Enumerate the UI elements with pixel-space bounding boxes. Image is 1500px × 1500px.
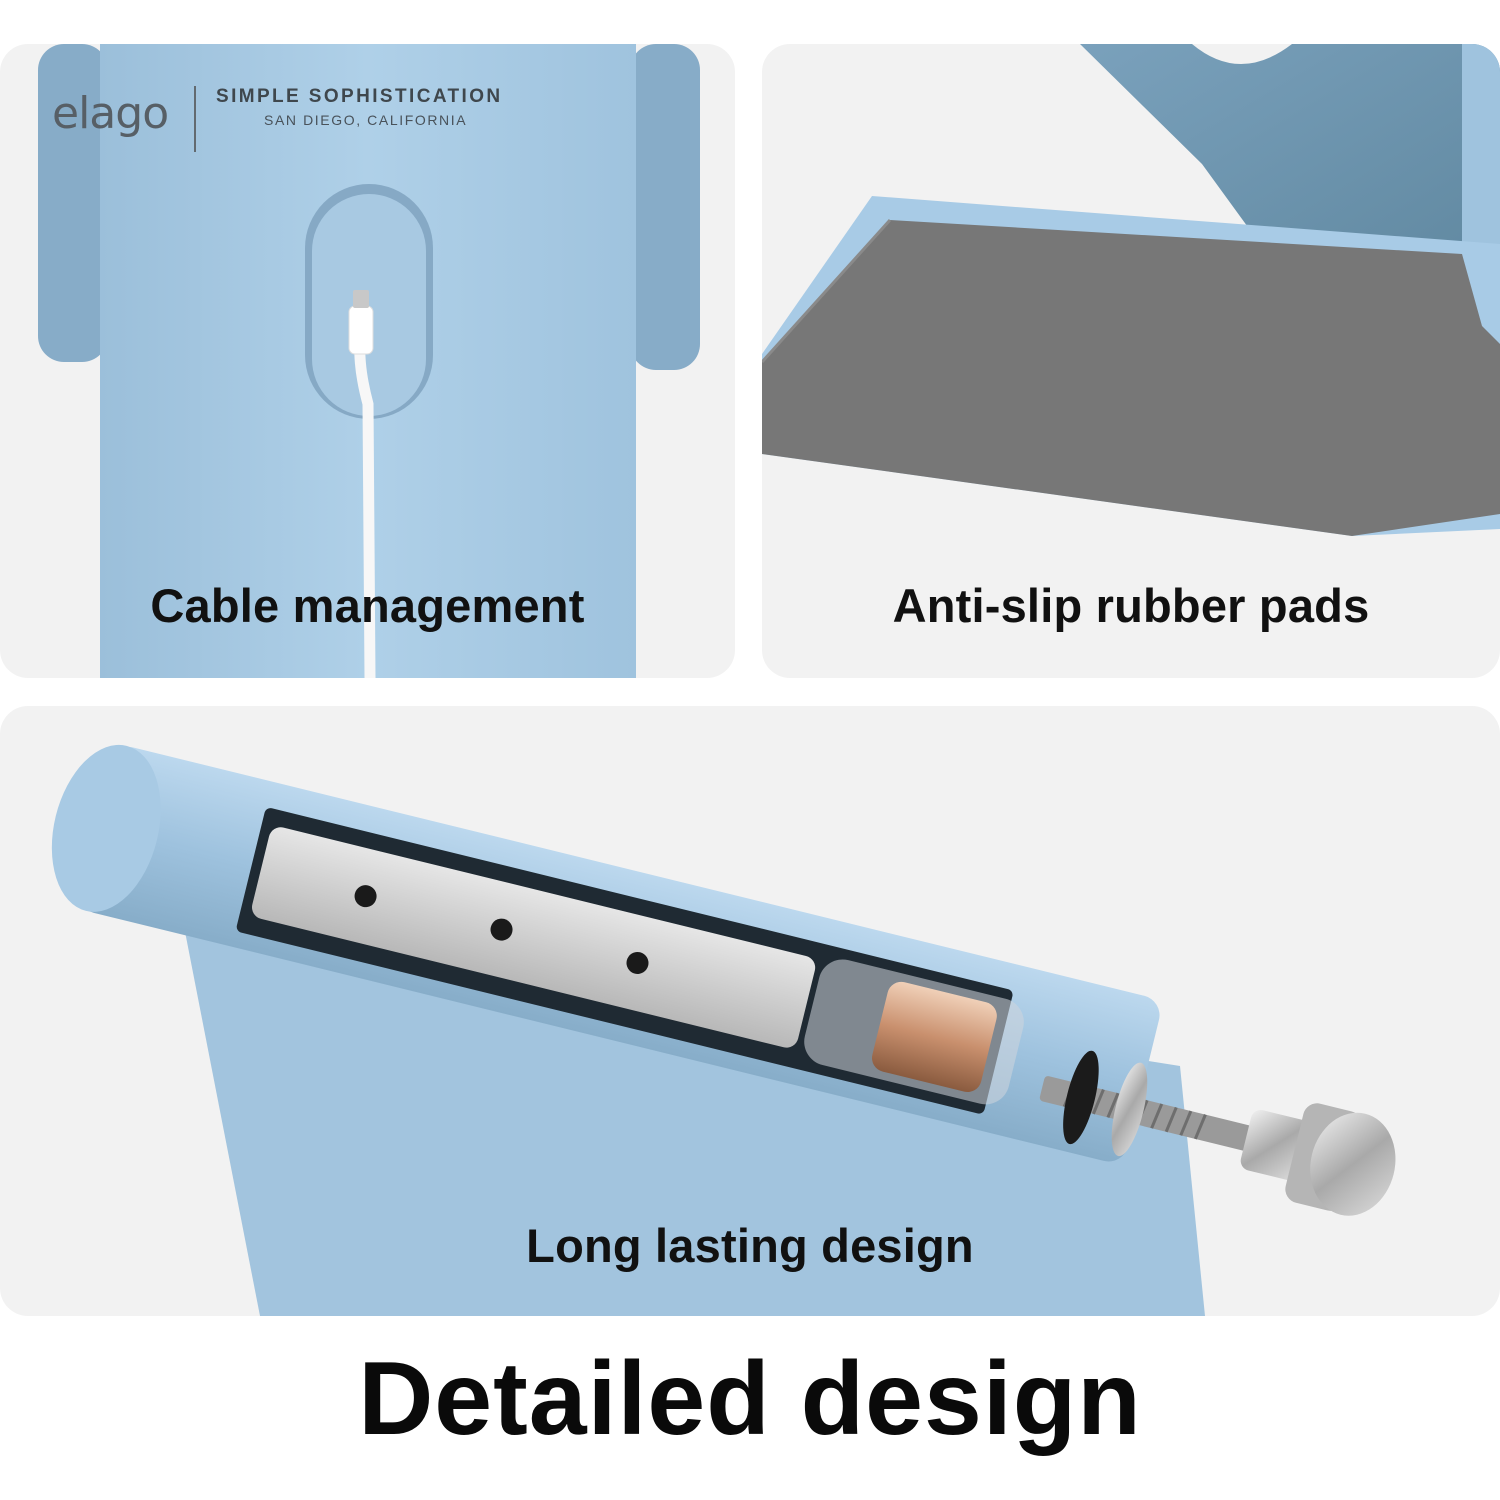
- brand-location: SAN DIEGO, CALIFORNIA: [264, 112, 468, 128]
- rubber-pads-panel: Anti-slip rubber pads: [762, 44, 1500, 678]
- rubber-washer: [1063, 1050, 1099, 1145]
- plate-hole-2: [490, 918, 513, 941]
- screw-cap: [1310, 1112, 1396, 1216]
- plate-hole-1: [354, 885, 377, 908]
- cable-management-panel: elago SIMPLE SOPHISTICATION SAN DIEGO, C…: [0, 44, 735, 678]
- brand-divider: [194, 86, 196, 152]
- copper-bushing: [872, 981, 997, 1093]
- metal-washer: [1111, 1062, 1148, 1157]
- plate-hole-3: [626, 951, 649, 974]
- rubber-pads-illustration: [762, 44, 1500, 536]
- rubber-pads-caption: Anti-slip rubber pads: [892, 579, 1370, 632]
- stand-left-edge: [38, 44, 108, 362]
- headline: Detailed design: [358, 1341, 1142, 1457]
- internal-plate: [251, 827, 816, 1048]
- brand-logo: elago: [52, 88, 169, 139]
- long-lasting-panel: Long lasting design: [0, 706, 1500, 1316]
- cable-hole: [1192, 44, 1292, 64]
- cable-management-illustration: [38, 44, 700, 678]
- hinge-mechanism-illustration: [51, 744, 1396, 1316]
- cable-management-caption: Cable management: [150, 579, 585, 632]
- stand-right-edge: [630, 44, 700, 370]
- stand-face: [180, 906, 1205, 1316]
- lightning-connector: [348, 305, 374, 355]
- brand-tagline: SIMPLE SOPHISTICATION: [216, 86, 503, 107]
- stand-upright: [1080, 44, 1500, 294]
- rubber-pad: [762, 220, 1500, 536]
- long-lasting-caption: Long lasting design: [526, 1219, 974, 1272]
